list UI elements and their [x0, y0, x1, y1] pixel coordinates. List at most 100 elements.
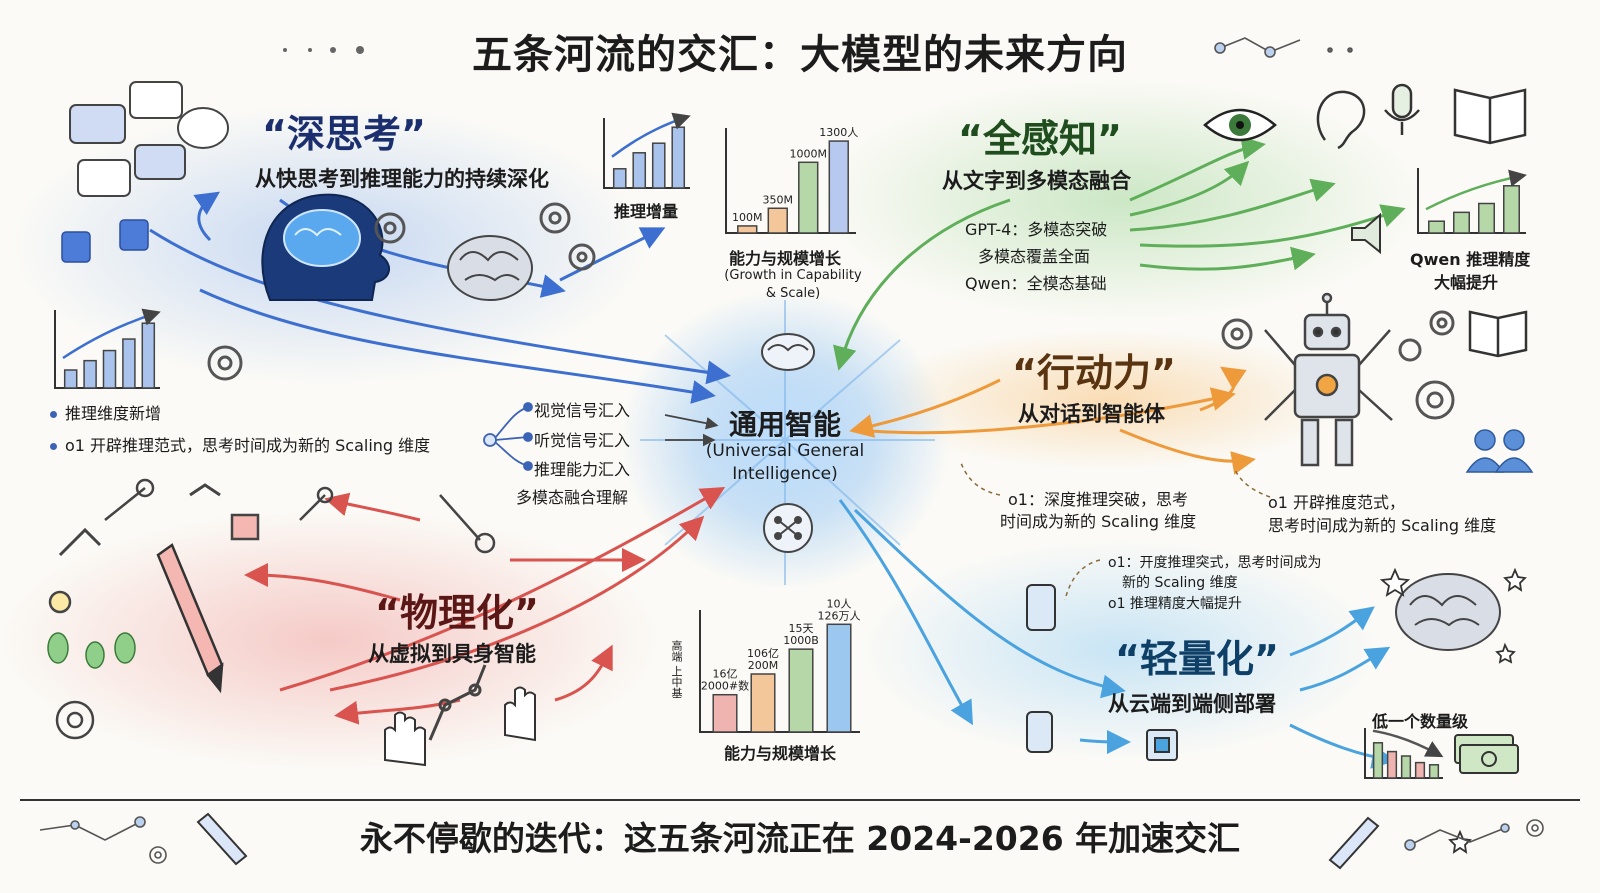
- growth-top-label-en-2: & Scale): [765, 286, 821, 301]
- people-icon: [1465, 429, 1534, 473]
- gear-icons-blue: [207, 202, 596, 381]
- perception-subtitle: 从文字到多模态融合: [942, 169, 1131, 193]
- deep-thinking-subtitle: 从快思考到推理能力的持续深化: [255, 167, 549, 191]
- pencil-icon-footer-right: [1328, 816, 1380, 870]
- growth-bottom-chart-data-label: 1000B: [783, 634, 819, 647]
- bullet-2-text: o1 开辟推理范式，思考时间成为新的 Scaling 维度: [65, 436, 431, 455]
- growth-bottom-chart-bar: [750, 673, 776, 733]
- input-multimodal: 多模态融合理解: [516, 488, 629, 507]
- lightweight-note-1-line-1: o1：开度推理突式，思考时间成为: [1108, 555, 1322, 571]
- reasoning-dimension-chart-trend-arrow: [62, 308, 161, 360]
- growth-bottom-chart-data-label: 2000#数: [701, 680, 749, 693]
- growth-top-chart-bar: [828, 140, 849, 234]
- title-network-right: [1214, 37, 1353, 58]
- robot-arm-icon: [58, 483, 487, 741]
- center-subtitle-line2: Intelligence): [732, 464, 838, 484]
- physical-heading: “物理化”: [375, 591, 539, 635]
- title-dots-left: [283, 46, 364, 54]
- chat-bubbles-icon: [69, 81, 229, 197]
- lightblue-river-wash: [860, 540, 1380, 760]
- lightweight-heading: “轻量化”: [1115, 637, 1279, 681]
- reasoning-increment-chart-bar: [651, 142, 666, 189]
- growth-top-chart-data-label: 350M: [763, 193, 794, 206]
- growth-bottom-chart-data-label: 200M: [748, 659, 779, 672]
- qwen-accuracy-chart: [1417, 168, 1527, 234]
- hand-icon: [384, 686, 536, 767]
- orange-river-wash: [870, 330, 1350, 470]
- reasoning-dimension-chart-bar: [102, 349, 117, 389]
- action-heading: “行动力”: [1012, 351, 1176, 395]
- input-visual: 视觉信号汇入: [534, 401, 631, 420]
- growth-bottom-chart-bar: [712, 693, 738, 733]
- bullet-dot: [50, 443, 57, 450]
- reasoning-dimension-chart-bar: [141, 322, 156, 389]
- mini-charts: 100M350M1000M1300人16亿2000#数106亿200M15天10…: [54, 112, 1527, 779]
- reasoning-increment-chart: [603, 112, 691, 189]
- note-connectors: [959, 459, 1271, 601]
- low-order-chart-trend-arrow: [1372, 729, 1444, 758]
- footer-network-right: [1404, 819, 1544, 851]
- tree-icons: [47, 632, 136, 669]
- bullet-1-text: 推理维度新增: [65, 404, 162, 423]
- pencil-icon-footer-left: [196, 812, 248, 866]
- growth-top-chart-bar: [737, 225, 758, 234]
- head-brain-icon: [261, 193, 390, 301]
- low-order-chart-bar: [1372, 742, 1384, 779]
- physical-subtitle: 从虚拟到具身智能: [368, 642, 536, 666]
- brain-icon-right: [1395, 573, 1501, 651]
- growth-top-chart-data-label: 100M: [732, 211, 763, 224]
- reasoning-increment-chart-bar: [632, 152, 647, 189]
- robot-icon: [1264, 292, 1393, 467]
- input-audio: 听觉信号汇入: [534, 431, 631, 450]
- low-order-chart-bar: [1386, 750, 1398, 779]
- growth-bottom-label: 能力与规模增长: [723, 744, 836, 763]
- lightweight-note-2: o1 推理精度大幅提升: [1108, 596, 1242, 612]
- growth-bottom-chart-bar: [788, 648, 814, 733]
- speaker-icon: [1351, 212, 1381, 255]
- action-note-1-line-1: o1：深度推理突破，思考: [1008, 490, 1188, 509]
- lightweight-subtitle: 从云端到端侧部署: [1108, 692, 1276, 716]
- footer-network-left: [39, 816, 167, 864]
- phone-icons: [1026, 584, 1056, 753]
- footer-caption: 永不停歇的迭代：这五条河流正在 2024-2026 年加速交汇: [359, 819, 1241, 858]
- star-icons: [1379, 567, 1527, 854]
- low-order-chart: [1364, 728, 1444, 779]
- reasoning-increment-chart-bar: [612, 168, 627, 189]
- growth-top-label-en-1: (Growth in Capability: [724, 268, 862, 283]
- growth-bottom-ylabel: 高端 上中基: [670, 640, 683, 699]
- brain-icon: [447, 235, 533, 301]
- center-subtitle-line1: (Universal General: [705, 441, 865, 461]
- lightweight-note-1-line-2: 新的 Scaling 维度: [1122, 575, 1238, 591]
- green-arrows: [833, 136, 1406, 371]
- input-reasoning: 推理能力汇入: [534, 460, 631, 479]
- qwen-accuracy-chart-bar: [1503, 185, 1520, 234]
- qwen-accuracy-chart-bar: [1478, 202, 1495, 234]
- action-subtitle: 从对话到智能体: [1018, 402, 1165, 426]
- deep-thinking-bullet-2: o1 开辟推理范式，思考时间成为新的 Scaling 维度: [50, 432, 430, 456]
- growth-top-chart-data-label: 1300人: [819, 126, 858, 139]
- growth-top-chart-bar: [798, 161, 819, 234]
- reasoning-increment-chart-bar: [671, 126, 686, 189]
- growth-top-label: 能力与规模增长: [728, 249, 841, 268]
- book-icon-right: [1468, 310, 1528, 358]
- perception-line-1: GPT-4：多模态突破: [965, 220, 1108, 239]
- thumbs-up-icon: [61, 219, 149, 263]
- qwen-accuracy-chart-trend-arrow: [1425, 169, 1527, 211]
- perception-line-3: Qwen：全模态基础: [965, 274, 1107, 293]
- page-title: 五条河流的交汇：大模型的未来方向: [472, 32, 1128, 78]
- center-network-icon: [763, 503, 813, 553]
- gear-icons-orange: [1221, 310, 1455, 420]
- growth-bottom-chart-data-label: 126万人: [818, 609, 861, 622]
- reasoning-increment-label: 推理增量: [614, 202, 679, 221]
- red-river-wash: [0, 510, 660, 770]
- input-connectors: [483, 402, 719, 471]
- ear-icon: [1316, 90, 1366, 150]
- reasoning-increment-chart-trend-arrow: [611, 112, 691, 158]
- money-icon: [1454, 734, 1519, 774]
- growth-bottom-chart-data-label: 15天: [789, 622, 814, 635]
- low-order-chart-bar: [1414, 761, 1426, 779]
- bullet-dot: [50, 411, 57, 418]
- book-icon-top: [1453, 88, 1527, 145]
